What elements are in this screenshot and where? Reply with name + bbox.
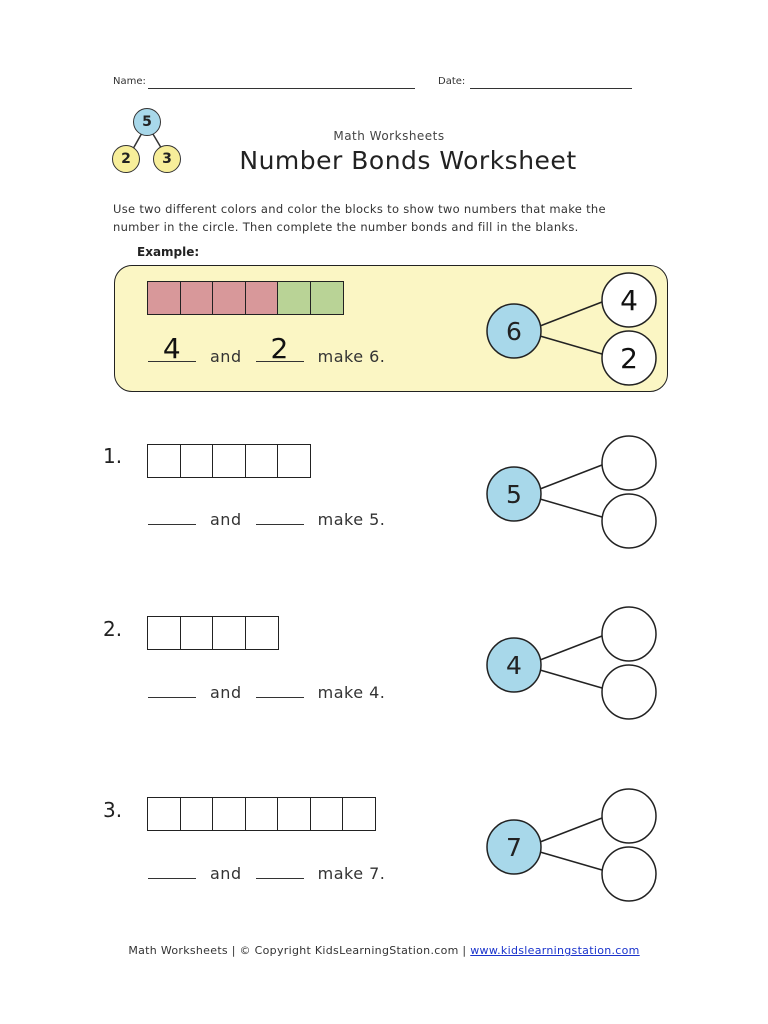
instructions-line-2: number in the circle. Then complete the … (113, 220, 579, 234)
example-blank-b: 2 (255, 335, 304, 363)
problem-2-block[interactable] (147, 616, 181, 650)
problem-2-number: 2. (103, 617, 123, 641)
problem-3-make: make 7. (317, 864, 386, 883)
problem-2-blank-a[interactable] (148, 679, 196, 698)
problem-2-make: make 4. (317, 683, 386, 702)
problem-3-block[interactable] (179, 797, 214, 831)
problem-3-part-a-circle[interactable] (601, 788, 657, 844)
problem-1-part-b-circle[interactable] (601, 493, 657, 549)
problem-2-part-a-circle[interactable] (601, 606, 657, 662)
problem-3-bond-whole: 7 (506, 833, 522, 862)
example-and: and (210, 347, 242, 366)
problem-1-part-a-circle[interactable] (601, 435, 657, 491)
problem-1-sentence: and make 5. (148, 506, 399, 529)
example-label: Example: (137, 245, 200, 259)
problem-3-block[interactable] (277, 797, 311, 831)
name-label: Name: (113, 76, 146, 87)
problem-1-number-bond: 5 (486, 435, 657, 549)
problem-3-sentence: and make 7. (148, 860, 399, 883)
problem-2-blank-b[interactable] (255, 679, 304, 698)
problem-2-blocks (147, 616, 279, 650)
example-block (147, 281, 181, 315)
footer-text: Math Worksheets | © Copyright KidsLearni… (128, 944, 471, 957)
problem-1-make: make 5. (317, 510, 386, 529)
problem-3-block[interactable] (342, 797, 376, 831)
problem-1-blank-b[interactable] (255, 506, 304, 525)
problem-1-block[interactable] (212, 444, 246, 478)
problem-1-block[interactable] (179, 444, 214, 478)
example-block (179, 281, 214, 315)
problem-3-and: and (210, 864, 242, 883)
logo-left-circle: 2 (112, 145, 140, 173)
problem-2-and: and (210, 683, 242, 702)
logo-top-circle: 5 (133, 108, 161, 136)
problem-2-block[interactable] (179, 616, 214, 650)
problem-3-blocks (147, 797, 376, 831)
problem-1-block[interactable] (277, 444, 311, 478)
subtitle: Math Worksheets (333, 129, 445, 143)
problem-2-number-bond: 4 (486, 606, 657, 720)
problem-1-number: 1. (103, 444, 123, 468)
example-answer-a: 4 (162, 332, 182, 365)
problem-1-blocks (147, 444, 311, 478)
problem-3-blank-b[interactable] (255, 860, 304, 879)
problem-3-block[interactable] (309, 797, 344, 831)
example-sentence: 4 and 2 make 6. (148, 335, 399, 366)
problem-3-number: 3. (103, 798, 123, 822)
number-bond-logo: 5 2 3 (110, 108, 185, 178)
problem-2-block[interactable] (244, 616, 279, 650)
example-bond-whole: 6 (506, 317, 522, 346)
example-answer-b: 2 (270, 332, 289, 365)
instructions: Use two different colors and color the b… (113, 200, 673, 236)
page-title: Number Bonds Worksheet (239, 146, 577, 175)
footer: Math Worksheets | © Copyright KidsLearni… (0, 944, 768, 957)
example-blocks (147, 281, 344, 315)
example-bond-part-b: 2 (620, 342, 638, 375)
problem-1-bond-whole: 5 (506, 480, 522, 509)
problem-2-part-b-circle[interactable] (601, 664, 657, 720)
problem-1-block[interactable] (147, 444, 181, 478)
problem-1-and: and (210, 510, 242, 529)
problem-2-bond-whole: 4 (506, 651, 522, 680)
example-number-bond: 6 4 2 (486, 272, 657, 386)
example-block (212, 281, 246, 315)
problem-3-number-bond: 7 (486, 788, 657, 902)
problem-2-sentence: and make 4. (148, 679, 399, 702)
date-line[interactable] (470, 88, 632, 89)
example-blank-a: 4 (148, 335, 196, 363)
problem-3-block[interactable] (212, 797, 246, 831)
instructions-line-1: Use two different colors and color the b… (113, 202, 606, 216)
example-block (244, 281, 279, 315)
footer-link[interactable]: www.kidslearningstation.com (470, 944, 640, 957)
problem-3-part-b-circle[interactable] (601, 846, 657, 902)
logo-right-circle: 3 (153, 145, 181, 173)
example-bond-part-a: 4 (620, 284, 638, 317)
problem-1-blank-a[interactable] (148, 506, 196, 525)
problem-3-blank-a[interactable] (148, 860, 196, 879)
problem-1-block[interactable] (244, 444, 279, 478)
example-block (309, 281, 344, 315)
example-block (277, 281, 311, 315)
problem-2-block[interactable] (212, 616, 246, 650)
date-label: Date: (438, 76, 466, 87)
example-make: make 6. (317, 347, 386, 366)
problem-3-block[interactable] (147, 797, 181, 831)
problem-3-block[interactable] (244, 797, 279, 831)
name-line[interactable] (148, 88, 415, 89)
